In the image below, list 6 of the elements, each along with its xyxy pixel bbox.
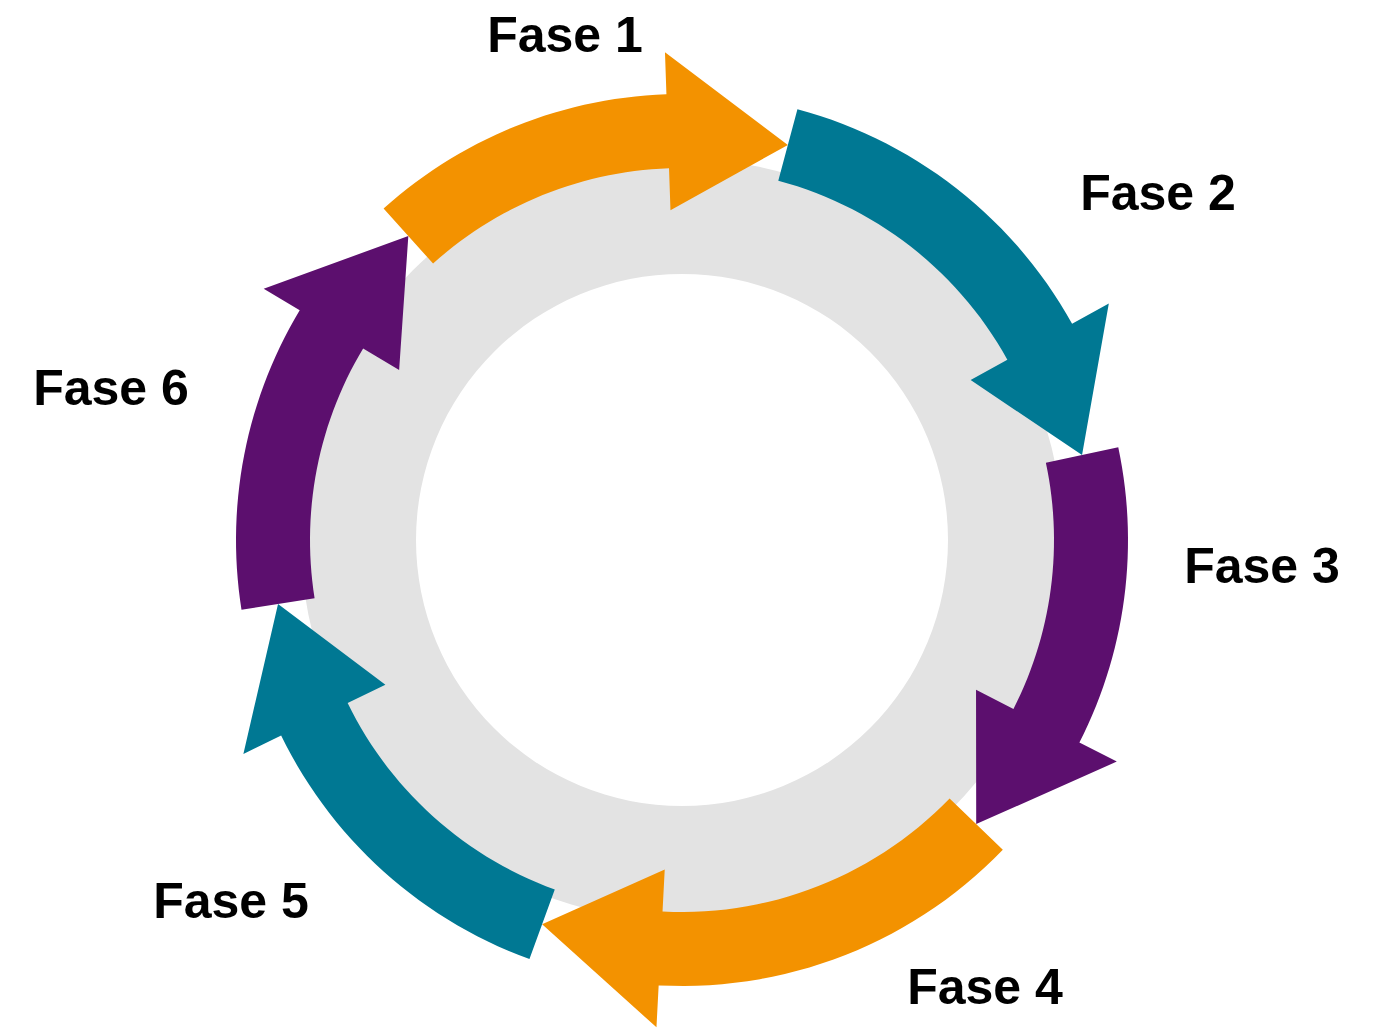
phase-label: Fase 4 <box>907 962 1063 1012</box>
phase-label: Fase 2 <box>1080 168 1236 218</box>
phase-label: Fase 5 <box>153 876 309 926</box>
phase-label: Fase 6 <box>33 363 189 413</box>
phase-label: Fase 1 <box>487 10 643 60</box>
phase-label: Fase 3 <box>1184 541 1340 591</box>
